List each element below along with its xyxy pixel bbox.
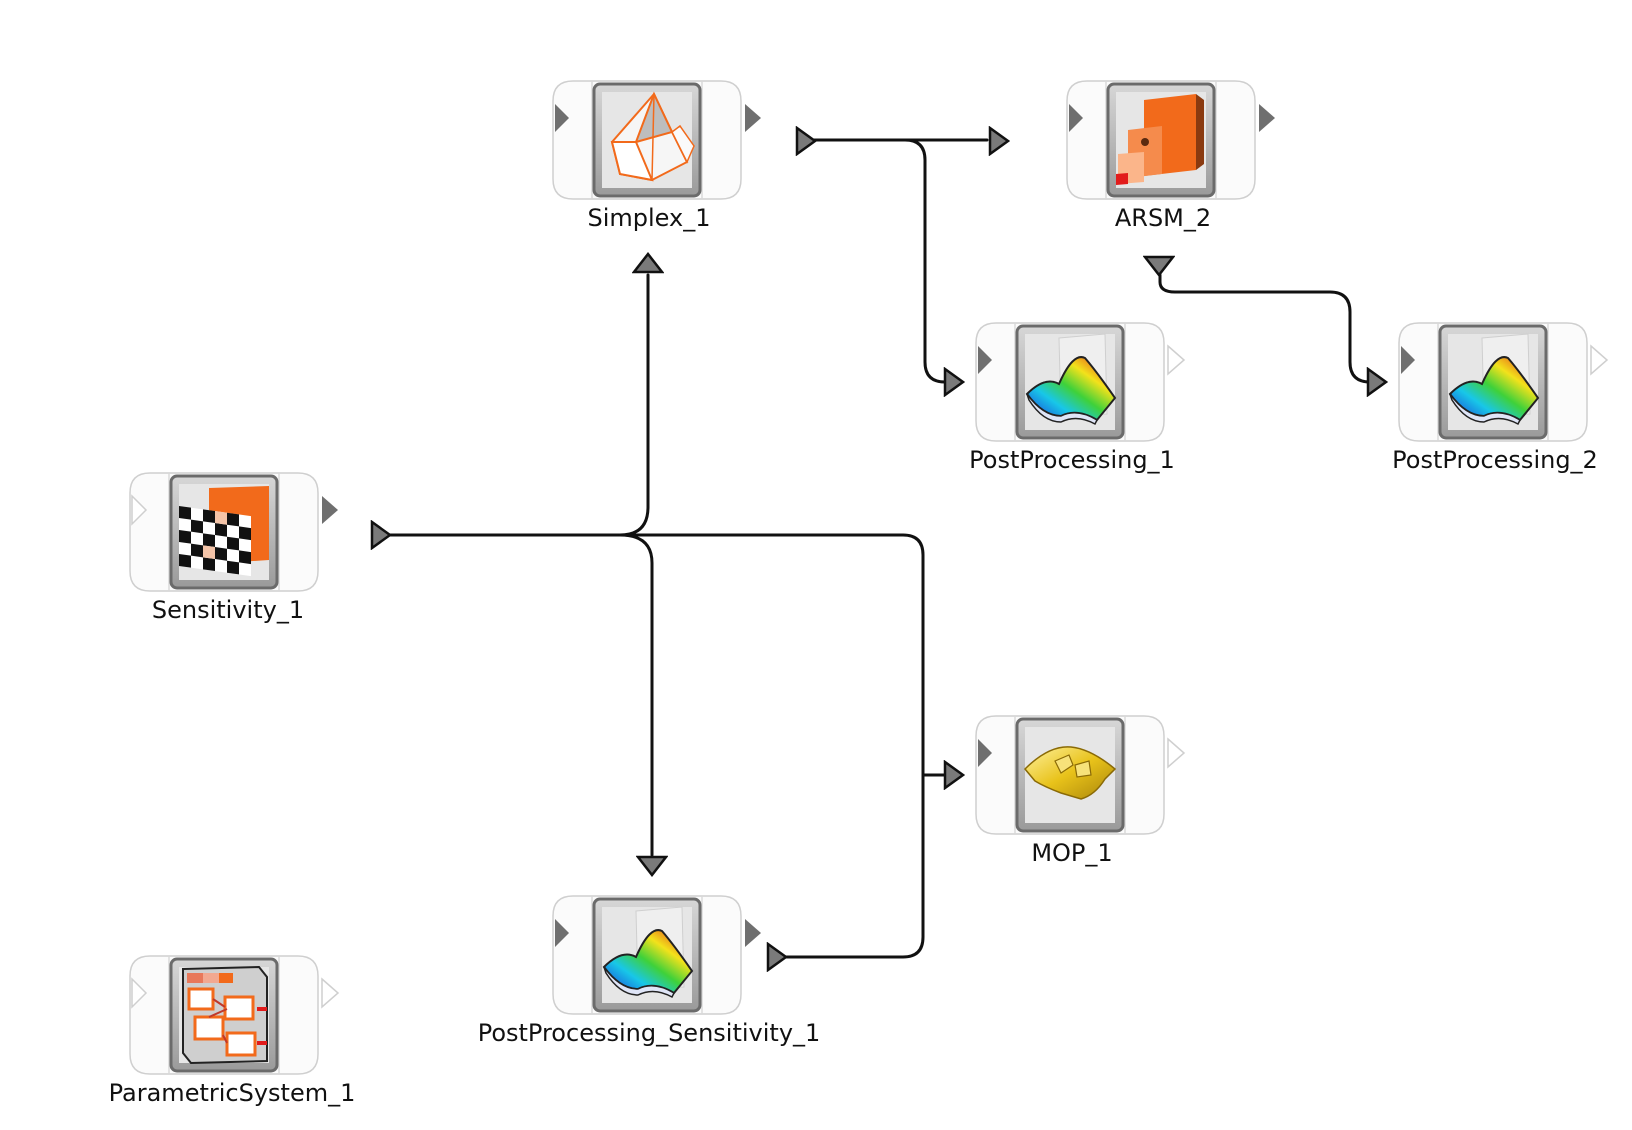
simplex-node[interactable] [551,80,761,200]
node-input-arrow [553,917,571,949]
arsm-icon [1106,82,1216,198]
node-output-arrow [743,917,763,949]
connection-postprocessing-sensitivity-to-mop[interactable] [780,773,925,959]
connection-arsm-to-postprocessing2[interactable] [1158,273,1372,384]
sensitivity-label: Sensitivity_1 [151,596,305,624]
node-input-arrow [1399,344,1417,376]
node-output-arrow [1589,344,1609,376]
postprocessing2-label: PostProcessing_2 [1392,446,1598,474]
node-input-arrow [553,102,571,134]
postprocessing-sensitivity-output-port[interactable] [766,942,788,972]
sensitivity-output-port[interactable] [370,520,392,550]
postprocessing2-input-port[interactable] [1366,367,1388,397]
mop-node[interactable] [974,715,1186,835]
postprocessing-sensitivity-label: PostProcessing_Sensitivity_1 [477,1019,821,1047]
arsm-node[interactable] [1065,80,1275,200]
arsm-output-port[interactable] [1143,255,1175,277]
postprocessing-sensitivity-node[interactable] [551,895,761,1015]
node-input-arrow [1067,102,1085,134]
postprocessing-icon [1015,324,1125,440]
simplex-icon [592,82,702,198]
postprocessing-sensitivity-input-port[interactable] [636,855,668,877]
node-output-arrow [1166,344,1186,376]
arsm-input-port[interactable] [988,126,1010,156]
postprocessing1-input-port[interactable] [943,367,965,397]
node-output-arrow [320,494,340,526]
postprocessing1-label: PostProcessing_1 [969,446,1175,474]
node-input-arrow [130,977,148,1009]
node-input-arrow [130,494,148,526]
node-input-arrow [976,344,994,376]
parametric-system-label: ParametricSystem_1 [108,1079,356,1107]
connection-simplex-to-postprocessing1[interactable] [808,138,947,384]
parametric-system-icon [169,957,279,1073]
postprocessing1-node[interactable] [974,322,1186,442]
postprocessing-icon [592,897,702,1013]
sensitivity-icon [169,474,279,590]
mop-icon [1015,717,1125,833]
simplex-output-port[interactable] [795,126,817,156]
node-input-arrow [976,737,994,769]
postprocessing2-node[interactable] [1397,322,1609,442]
sensitivity-node[interactable] [128,472,338,592]
connection-sensitivity-to-mop[interactable] [628,533,947,777]
node-output-arrow [1257,102,1277,134]
mop-label: MOP_1 [1031,839,1113,867]
parametric-system-node[interactable] [128,955,340,1075]
node-output-arrow [1166,737,1186,769]
node-output-arrow [743,102,763,134]
arsm-label: ARSM_2 [1114,204,1212,232]
connection-sensitivity-to-simplex[interactable] [383,273,650,537]
connection-sensitivity-to-postprocessing-sensitivity[interactable] [618,533,654,857]
node-output-arrow [320,977,340,1009]
simplex-input-port[interactable] [632,252,664,274]
mop-input-port[interactable] [943,760,965,790]
simplex-label: Simplex_1 [587,204,711,232]
postprocessing-icon [1438,324,1548,440]
